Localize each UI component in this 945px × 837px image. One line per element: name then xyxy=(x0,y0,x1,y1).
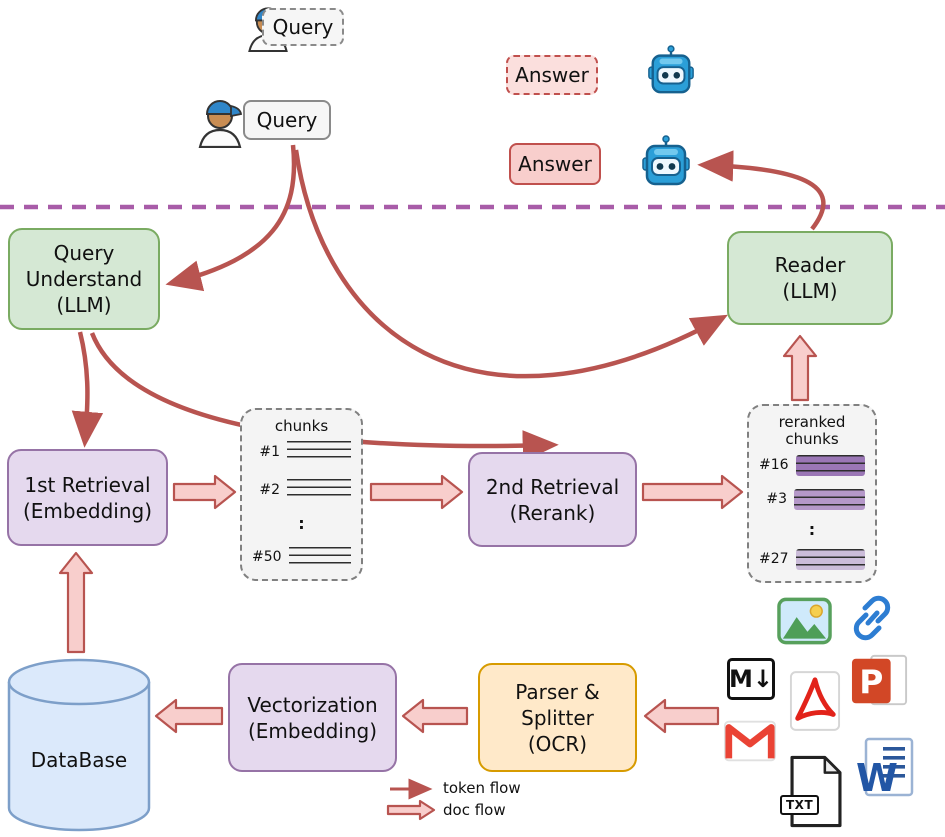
user-icon xyxy=(195,92,245,148)
image-icon xyxy=(777,597,832,645)
docarrow-database-to-first-retrieval xyxy=(58,551,94,654)
gmail-icon xyxy=(723,715,777,767)
reranked-row: #3 xyxy=(759,488,865,511)
arrow-reader-to-answer xyxy=(697,150,826,231)
arrow-query-to-query-understand xyxy=(165,144,297,292)
chunk-row: #1 xyxy=(252,440,351,463)
chunk-id: #3 xyxy=(766,491,787,508)
chunk-text-lines-highlighted xyxy=(794,488,865,510)
chunk-text-lines xyxy=(287,441,351,463)
query-draft-label: Query xyxy=(272,15,334,39)
answer-label: Answer xyxy=(518,152,592,176)
chunk-text-lines xyxy=(288,546,351,568)
txt-file-icon: TXT xyxy=(780,750,845,833)
second-retrieval-label: 2nd Retrieval (Rerank) xyxy=(485,474,620,525)
vectorization-node: Vectorization (Embedding) xyxy=(228,663,397,772)
chunk-row-ellipsis: : xyxy=(252,514,351,534)
chunk-row: #50 xyxy=(252,546,351,569)
answer-bubble: Answer xyxy=(509,143,601,185)
pdf-icon xyxy=(789,670,841,732)
docarrow-parser-to-vectorization xyxy=(401,698,469,734)
markdown-icon-label: M↓ xyxy=(729,665,773,693)
arrow-query-understand-to-first-retrieval xyxy=(71,331,104,448)
reranked-rows: #16 #3 : #27 xyxy=(759,454,865,572)
chunk-id: #16 xyxy=(759,457,789,473)
powerpoint-letter: P xyxy=(859,663,883,702)
link-icon xyxy=(850,593,894,643)
legend-doc-flow-label: doc flow xyxy=(443,801,506,819)
reranked-row: #16 xyxy=(759,454,865,477)
database-label: DataBase xyxy=(30,748,128,772)
docarrow-second-retrieval-to-reranked xyxy=(641,474,744,510)
powerpoint-icon: P xyxy=(850,652,910,710)
chunk-text-lines xyxy=(287,479,351,501)
chunks-panel: chunks #1 #2 : #50 xyxy=(240,408,363,581)
query-label: Query xyxy=(256,108,318,132)
parser-splitter-label: Parser & Splitter (OCR) xyxy=(515,679,600,756)
vectorization-label: Vectorization (Embedding) xyxy=(247,692,378,743)
first-retrieval-label: 1st Retrieval (Embedding) xyxy=(22,472,153,523)
query-understand-label: Query Understand (LLM) xyxy=(25,241,143,317)
chunks-panel-title: chunks xyxy=(274,417,329,435)
docarrow-vectorization-to-database xyxy=(154,698,224,734)
word-icon: W xyxy=(853,737,915,797)
docarrow-sources-to-parser xyxy=(643,698,720,734)
reranked-row-ellipsis: : xyxy=(759,519,865,539)
reader-label: Reader (LLM) xyxy=(774,253,846,303)
docarrow-chunks-to-second-retrieval xyxy=(369,474,464,510)
answer-draft-bubble: Answer xyxy=(506,55,598,95)
second-retrieval-node: 2nd Retrieval (Rerank) xyxy=(468,452,637,547)
chunk-id: #27 xyxy=(759,551,789,568)
docarrow-reranked-to-reader xyxy=(782,334,818,402)
chunks-rows: #1 #2 : #50 xyxy=(252,440,351,569)
robot-icon-draft xyxy=(646,44,696,98)
chunk-text-lines-highlighted xyxy=(795,454,865,476)
chunk-text-lines-highlighted xyxy=(795,548,865,570)
query-understand-node: Query Understand (LLM) xyxy=(8,228,160,330)
parser-splitter-node: Parser & Splitter (OCR) xyxy=(478,663,637,772)
robot-icon xyxy=(640,134,692,190)
reranked-row: #27 xyxy=(759,548,865,571)
chunk-ellipsis: : xyxy=(808,519,816,539)
first-retrieval-node: 1st Retrieval (Embedding) xyxy=(7,449,168,546)
reranked-chunks-panel: reranked chunks #16 #3 : #27 xyxy=(747,404,877,583)
docarrow-first-retrieval-to-chunks xyxy=(172,474,237,510)
chunk-id: #50 xyxy=(252,549,282,566)
database-cylinder xyxy=(7,658,151,832)
reader-node: Reader (LLM) xyxy=(727,231,893,325)
txt-icon-label: TXT xyxy=(780,795,820,815)
legend-token-flow-label: token flow xyxy=(443,779,521,797)
reranked-panel-title: reranked chunks xyxy=(778,413,846,449)
word-letter: W xyxy=(856,756,898,797)
answer-draft-label: Answer xyxy=(515,63,589,87)
arrow-query-to-reader xyxy=(293,149,728,379)
chunk-ellipsis: : xyxy=(298,514,305,534)
markdown-icon: M↓ xyxy=(727,658,775,700)
query-draft-bubble: Query xyxy=(262,8,344,46)
legend-doc-flow-arrow xyxy=(386,799,436,821)
chunk-id: #2 xyxy=(259,481,280,498)
chunk-id: #1 xyxy=(259,443,280,460)
chunk-row: #2 xyxy=(252,478,351,501)
query-bubble: Query xyxy=(243,100,331,140)
